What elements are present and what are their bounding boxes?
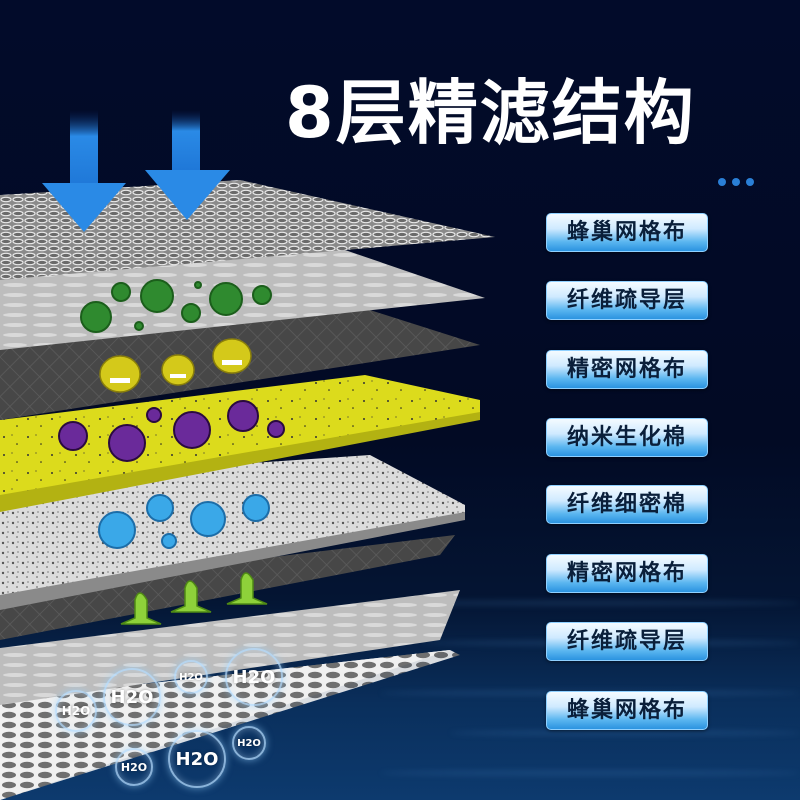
layer-label-2: 纤维疏导层 bbox=[546, 281, 708, 320]
layer-label-3: 精密网格布 bbox=[546, 350, 708, 389]
h2o-bubble: H2O bbox=[168, 730, 226, 788]
layer-label-5: 纤维细密棉 bbox=[546, 485, 708, 524]
down-arrow-icon bbox=[145, 110, 230, 220]
dots-indicator bbox=[718, 178, 754, 186]
h2o-bubble: H2O bbox=[55, 690, 97, 732]
layer-label-6: 精密网格布 bbox=[546, 554, 708, 593]
h2o-bubble: H2O bbox=[225, 648, 283, 706]
layer-label-4: 纳米生化棉 bbox=[546, 418, 708, 457]
page-title: 8层精滤结构 bbox=[285, 72, 696, 154]
h2o-bubble: H2O bbox=[115, 748, 153, 786]
h2o-bubble: H2O bbox=[232, 726, 266, 760]
layer-label-8: 蜂巢网格布 bbox=[546, 691, 708, 730]
h2o-bubble: H2O bbox=[103, 668, 161, 726]
layer-label-1: 蜂巢网格布 bbox=[546, 213, 708, 252]
layer-label-7: 纤维疏导层 bbox=[546, 622, 708, 661]
down-arrow-icon bbox=[42, 110, 126, 232]
h2o-bubble: H2O bbox=[174, 660, 208, 694]
